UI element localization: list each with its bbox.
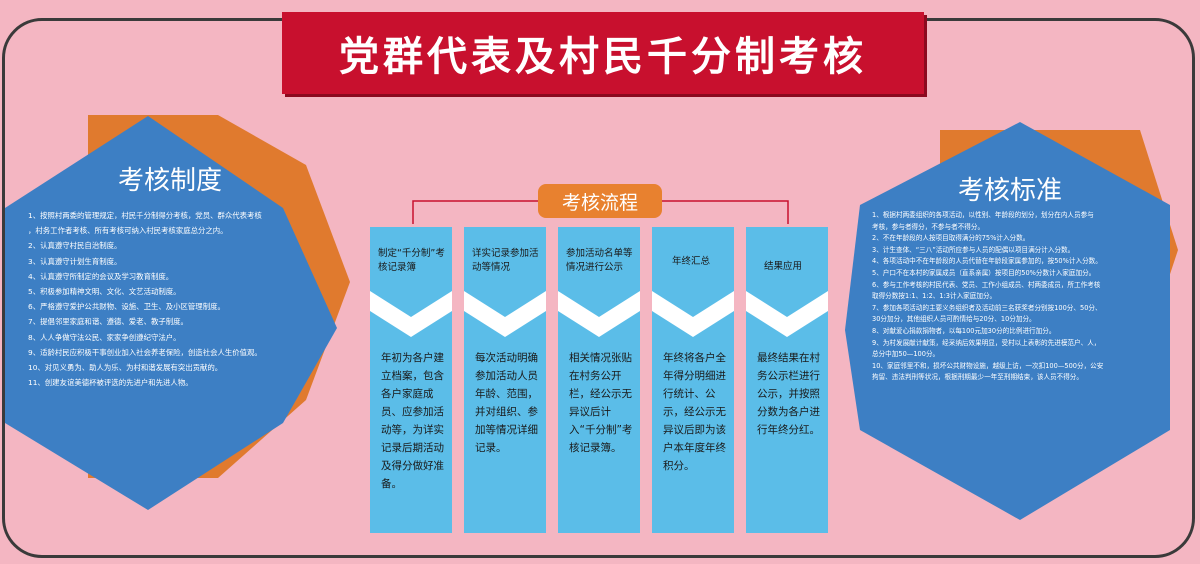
page-title: 党群代表及村民千分制考核 [339,34,867,80]
rule-item: 4、认真遵守所制定的会议及学习教育制度。 [28,271,174,281]
flow-step-2: 详实记录参加活动等情况 每次活动明确参加活动人员年龄、范围，并对组织、参加等情况… [464,227,546,533]
rule-item: 10、对见义勇为、助人为乐、为村和谐发展有突出贡献的。 [28,363,223,373]
rule-item: 6、严格遵守爱护公共财物、设施、卫生、及小区管理制度。 [28,302,225,312]
flow-step-description: 年初为各户建立档案，包含各户家庭成员、应参加活动等，为详实记录后期活动及得分做好… [381,352,444,490]
standard-item: 5、户口不在本村的家属成员（直系亲属）按项目的50%分数计入家庭加分。 [872,268,1096,277]
flow-label: 考核流程 [538,184,662,218]
flow-step-description: 年终将各户全年得分明细进行统计、公示，经公示无异议后即为该户本年度年终积分。 [663,352,726,472]
flow-step-5: 结果应用 最终结果在村务公示栏进行公示，并按照分数为各户进行年终分红。 [746,227,828,533]
flow-step-heading: 参加活动名单等情况进行公示 [566,248,633,273]
rule-item: 8、人人争做守法公民、家家争创遵纪守法户。 [28,332,181,342]
rule-item: ，村务工作者考核、所有考核可纳入村民考核家庭总分之内。 [28,226,228,236]
flow-chevron-5 [746,291,828,337]
rule-item: 3、认真遵守计划生育制度。 [28,256,122,266]
standard-item: 7、参加各项活动的主要义务组织者及活动前三名获奖者分别按100分、50分、 [872,303,1102,312]
standard-item: 10、家庭邻里不和，损坏公共财物设施，越级上访，一次扣100—500分，公安 [872,361,1104,370]
flow-step-heading: 结果应用 [764,261,803,272]
rule-item: 5、积极参加精神文明、文化、文艺活动制度。 [28,287,181,297]
left-hexagon-blue [5,116,337,510]
standard-item: 2、不在年龄段的人按项目取得满分的75%计入分数。 [872,234,1030,243]
flow-chevron-4 [652,291,734,337]
flow-chevron-1 [370,291,452,337]
flow-column-4 [652,227,734,533]
flow-column-5 [746,227,828,533]
standard-item: 9、为村发展献计献策，经采纳后效果明显，受村以上表彰的先进模范户、人， [872,338,1101,347]
flow-step-4: 年终汇总 年终将各户全年得分明细进行统计、公示，经公示无异议后即为该户本年度年终… [652,227,734,533]
right-hexagon-blue [845,122,1170,520]
flow-column-1 [370,227,452,533]
left-panel-rules: 1、按照村两委的管理规定，村民千分制得分考核，党员、群众代表考核 ，村务工作者考… [28,208,262,390]
standard-item: 取得分数按1:1、1:2、1:3计入家庭加分。 [872,292,997,301]
rule-item: 9、适龄村民应积极干事创业加入社会养老保险，创造社会人生价值观。 [28,347,262,357]
left-panel-title: 考核制度 [117,166,222,196]
right-panel-title: 考核标准 [957,176,1062,206]
standard-item: 1、根据村两委组织的各项活动，以性别、年龄段的划分，划分在内人员参与 [872,211,1094,219]
rule-item: 7、提倡邻里家庭和谐、遵德、爱老、教子制度。 [28,317,188,327]
standard-item: 4、各项活动中不在年龄段的人员代替在年龄段家属参加的，按50%计入分数。 [872,257,1102,266]
standard-item: 8、对献爱心捐款捐物者，以每100元加30分的比例进行加分。 [872,326,1056,335]
standard-item: 6、参与工作考核的村民代表、党员、工作小组成员、村两委成员，所工作考核 [872,280,1101,289]
flow-step-1: 制定“千分制”考核记录簿 年初为各户建立档案，包含各户家庭成员、应参加活动等，为… [370,227,452,533]
flow-column-2 [464,227,546,533]
flow-step-description: 每次活动明确参加活动人员年龄、范围，并对组织、参加等情况详细记录。 [475,352,538,454]
standard-item: 考核，参与者得分，不参与者不得分。 [872,222,985,231]
flow-bracket-line [412,200,789,224]
flow-step-description: 相关情况张贴在村务公开栏，经公示无异议后计入“千分制”考核记录簿。 [569,352,633,454]
flow-column-3 [558,227,640,533]
standard-item: 总分中加50—100分。 [872,350,940,359]
flow-columns [370,227,828,533]
rule-item: 1、按照村两委的管理规定，村民千分制得分考核，党员、群众代表考核 [28,211,262,220]
standard-item: 3、计生查体、“三八”活动所应参与人员的配偶以项目满分计入分数。 [872,245,1075,254]
rule-item: 11、创建友谊美德杯被评选的先进户和先进人物。 [28,378,193,388]
flow-step-heading: 制定“千分制”考核记录簿 [378,248,445,273]
title-banner: 党群代表及村民千分制考核 [282,12,924,94]
standard-item: 30分加分，其他组织人员可酌情给与20分、10分加分。 [872,315,1036,324]
right-panel-rules: 1、根据村两委组织的各项活动，以性别、年龄段的划分，划分在内人员参与 考核，参与… [872,210,1103,384]
rule-item: 2、认真遵守村民自治制度。 [28,241,122,251]
flow-step-heading: 年终汇总 [672,256,711,267]
flow-step-heading: 详实记录参加活动等情况 [472,248,539,273]
flow-step-3: 参加活动名单等情况进行公示 相关情况张贴在村务公开栏，经公示无异议后计入“千分制… [558,227,640,533]
standard-item: 拘留、违法判刑等状况，根据刑期最少一年至刑期结束，该人员不得分。 [872,373,1083,382]
flow-step-description: 最终结果在村务公示栏进行公示，并按照分数为各户进行年终分红。 [757,352,820,436]
flow-chevron-3 [558,291,640,337]
flow-chevron-2 [464,291,546,337]
